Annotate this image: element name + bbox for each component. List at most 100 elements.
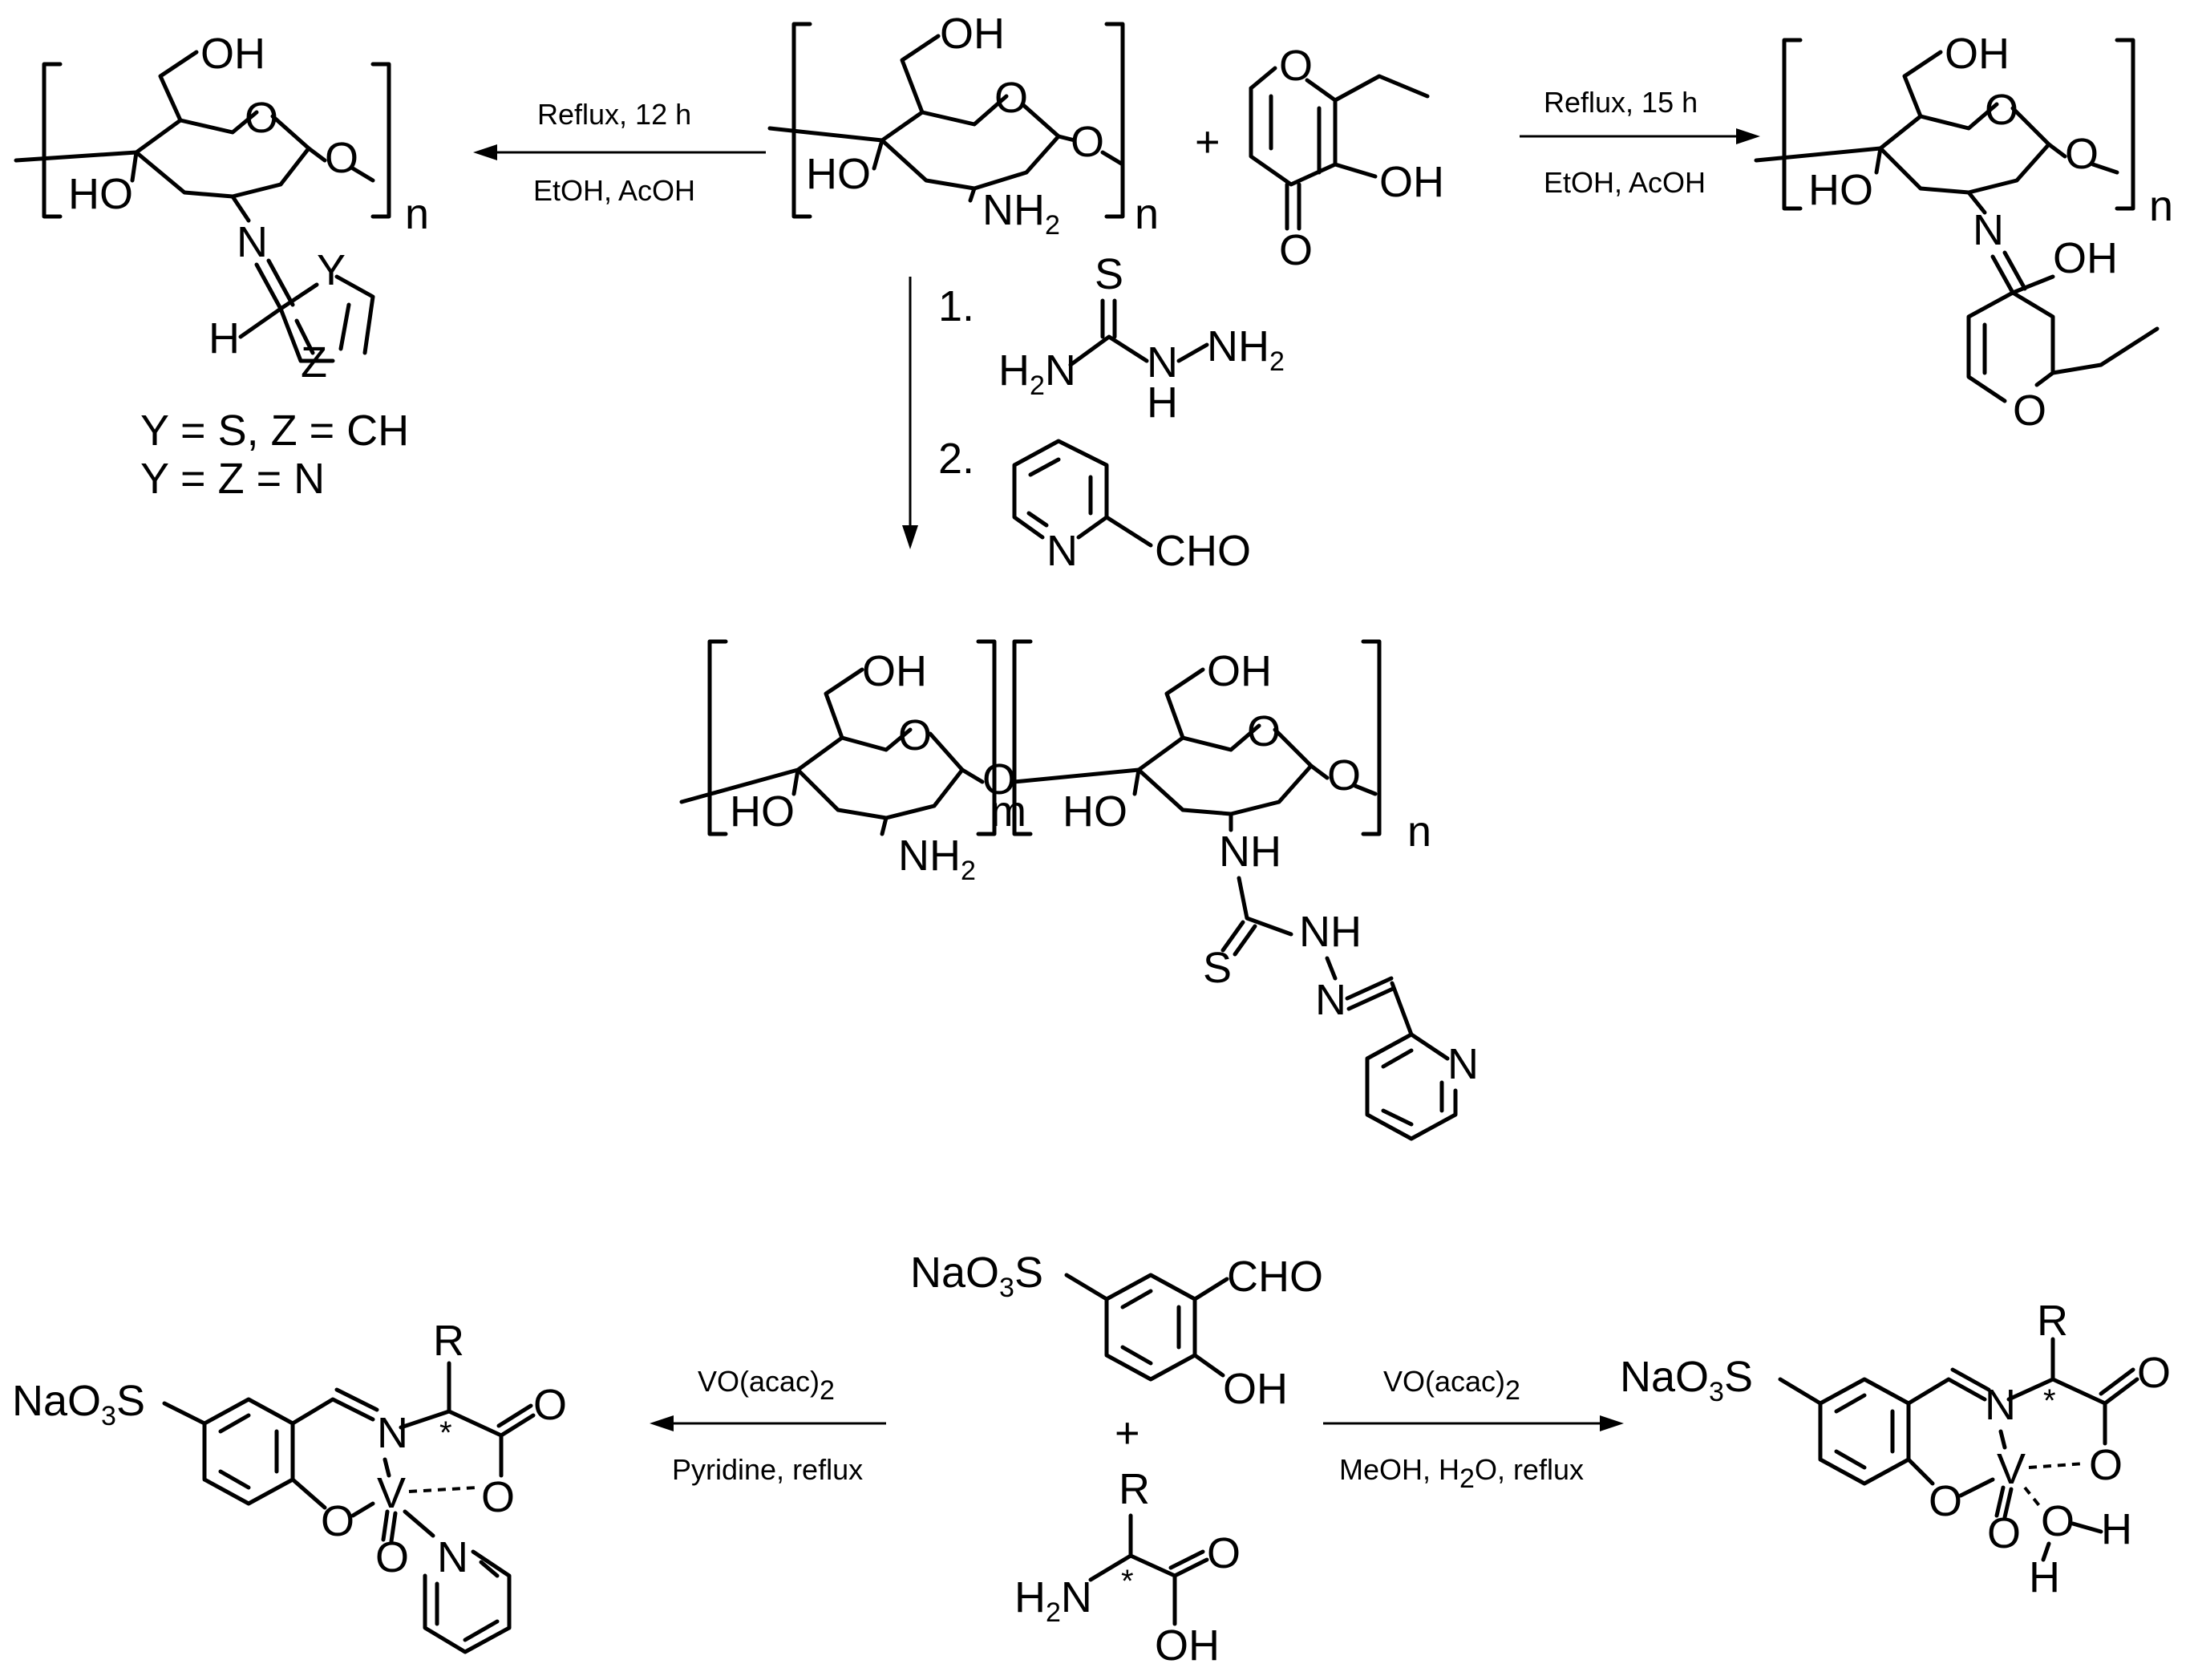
condition-text: VO(acac)2 <box>1383 1365 1520 1406</box>
nh-label: NH <box>1299 908 1362 956</box>
repeat-n: n <box>1407 808 1431 856</box>
phenoxide-oxygen: O <box>321 1497 354 1545</box>
amine-label: NH2 <box>898 832 976 886</box>
condition-text: Reflux, 15 h <box>1544 86 1698 119</box>
ring-oxygen: O <box>245 94 278 142</box>
condition-text: EtOH, AcOH <box>533 174 695 207</box>
stereocenter: * <box>1121 1564 1134 1599</box>
hydroxyl-label: OH <box>940 10 1005 58</box>
vanadium-center: V <box>377 1469 406 1517</box>
sulfur-label: S <box>1095 250 1123 298</box>
stereocenter: * <box>2043 1383 2056 1419</box>
chitosan-schiff-base-heteroaryl: O OH HO O n N H Y Z <box>14 30 429 387</box>
sulfosalicylaldehyde: NaO3S CHO OH <box>910 1249 1323 1413</box>
ring-oxygen: O <box>994 74 1028 122</box>
vanadium-center: V <box>1997 1445 2026 1493</box>
hydroxyl-label: OH <box>2053 234 2118 282</box>
step-number: 2. <box>938 435 974 483</box>
sulfur-label: S <box>1203 944 1232 992</box>
carbonyl-oxygen: O <box>533 1381 567 1429</box>
condition-text: MeOH, H2O, reflux <box>1339 1453 1584 1494</box>
hydroxyl-label: OH <box>862 647 927 695</box>
reaction-arrow-down: 1. 2. <box>902 277 974 549</box>
carbonyl-oxygen: O <box>1207 1529 1241 1577</box>
r-group: R <box>2037 1297 2068 1345</box>
pyran-oxygen: O <box>2013 387 2046 435</box>
aldehyde-label: CHO <box>1227 1253 1323 1301</box>
imine-nitrogen: N <box>237 218 268 266</box>
repeat-n: n <box>405 190 429 238</box>
chitosan-thiosemicarbazone: O OH HO NH2 m O O OH HO O n NH S NH N N <box>679 639 1479 1141</box>
nh-label: NH <box>1219 828 1281 876</box>
glycosidic-oxygen: O <box>982 755 1016 804</box>
nh-label: N <box>1147 338 1178 387</box>
heteroatom-Y: Y <box>317 246 346 294</box>
bracket-left <box>791 22 812 219</box>
carboxylate-oxygen: O <box>2089 1441 2123 1489</box>
imine-nitrogen: N <box>1315 976 1346 1024</box>
ethyl-maltol: O OH O <box>1249 42 1444 274</box>
sulfonate-label: NaO3S <box>1620 1353 1753 1407</box>
hydroxyl-label: HO <box>806 150 871 198</box>
phenoxide-oxygen: O <box>1929 1477 1962 1525</box>
amine-label: NH2 <box>1207 322 1285 377</box>
hydroxyl-label: HO <box>68 170 133 218</box>
chitosan-maltol-schiff-base: O OH HO O n N OH O <box>1754 30 2173 435</box>
substituent-definition: Y = S, Z = CH <box>140 407 409 455</box>
hydroxyl-label: OH <box>1155 1621 1220 1670</box>
thiosemicarbazide: S H2N N H NH2 <box>998 250 1285 427</box>
aqua-hydrogen: H <box>2029 1553 2060 1601</box>
stereocenter: * <box>439 1415 452 1451</box>
oxo-oxygen: O <box>375 1533 409 1581</box>
amine-label: H2N <box>998 346 1076 401</box>
vanadyl-aqua-complex: NaO3S N R * O O O V O O H H <box>1620 1297 2171 1601</box>
pyridine-nitrogen: N <box>1046 527 1078 575</box>
pyranose-ring <box>880 94 1061 191</box>
bracket-right <box>1104 22 1125 219</box>
oxo-oxygen: O <box>1987 1509 2021 1557</box>
ring-oxygen: O <box>898 711 932 759</box>
hydroxyl-label: OH <box>1207 647 1272 695</box>
hydroxyl-label: HO <box>1063 787 1127 836</box>
glycosidic-oxygen: O <box>1327 751 1361 800</box>
sulfonate-label: NaO3S <box>910 1249 1043 1303</box>
plus-sign: + <box>1195 118 1220 166</box>
imine-nitrogen: N <box>377 1409 408 1457</box>
glycosidic-oxygen: O <box>1071 118 1104 166</box>
heteroatom-Z: Z <box>301 338 327 387</box>
repeat-n: n <box>1135 190 1159 238</box>
reaction-arrow-right-bottom: VO(acac)2 MeOH, H2O, reflux <box>1323 1365 1624 1494</box>
condition-text: EtOH, AcOH <box>1544 166 1706 199</box>
substituent-definition: Y = Z = N <box>140 455 325 503</box>
glycosidic-oxygen: O <box>2065 130 2099 178</box>
plus-sign: + <box>1115 1409 1140 1457</box>
carbonyl-oxygen: O <box>1279 226 1313 274</box>
imine-hydrogen: H <box>208 314 240 362</box>
chitosan-monomer: O OH HO NH2 O n <box>767 10 1159 241</box>
condition-text: Reflux, 12 h <box>537 98 691 131</box>
reaction-arrow-right-top: Reflux, 15 h EtOH, AcOH <box>1520 86 1760 199</box>
r-group: R <box>433 1317 464 1365</box>
pyranone-oxygen: O <box>1279 42 1313 90</box>
amino-acid: R * H2N O OH <box>1014 1465 1241 1670</box>
hydroxyl-label: OH <box>200 30 265 78</box>
hydroxyl-label: OH <box>1223 1365 1288 1413</box>
condition-text: VO(acac)2 <box>698 1365 835 1406</box>
hydroxyl-label: HO <box>1808 166 1873 214</box>
pyridine-nitrogen: N <box>1447 1040 1479 1088</box>
ring-oxygen: O <box>1247 707 1281 755</box>
amine-label: NH2 <box>982 186 1060 241</box>
sulfonate-label: NaO3S <box>12 1377 145 1431</box>
step-number: 1. <box>938 282 974 330</box>
hydroxyl-label: HO <box>730 787 795 836</box>
reaction-arrow-left-bottom: VO(acac)2 Pyridine, reflux <box>650 1365 886 1486</box>
carbonyl-oxygen: O <box>2137 1349 2171 1397</box>
ring-oxygen: O <box>1985 86 2018 134</box>
nh-hydrogen: H <box>1147 379 1178 427</box>
hydroxyl-label: OH <box>1945 30 2010 78</box>
reaction-arrow-left-top: Reflux, 12 h EtOH, AcOH <box>473 98 766 207</box>
repeat-n: n <box>2149 182 2173 230</box>
imine-nitrogen: N <box>1985 1381 2016 1429</box>
carboxylate-oxygen: O <box>481 1473 515 1521</box>
